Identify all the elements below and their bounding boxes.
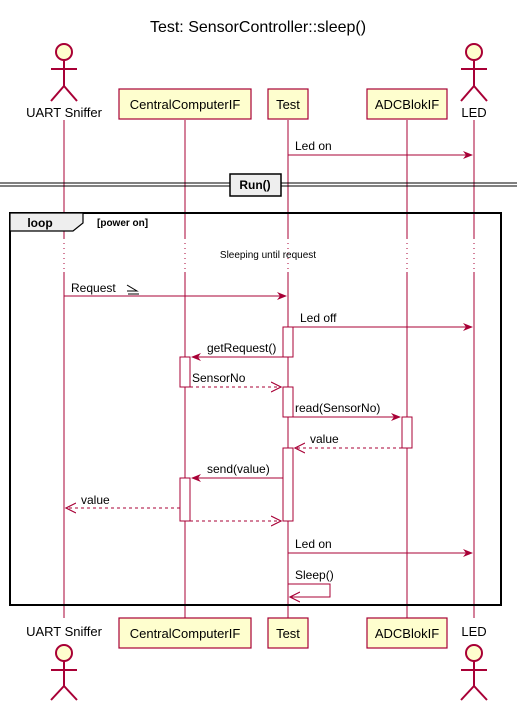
message-label: Sleep() (295, 568, 334, 582)
message-request: Request (64, 281, 287, 300)
actor-figure-icon (460, 644, 488, 701)
actor-figure-icon (460, 43, 488, 102)
actor-led-top: LED (460, 43, 488, 120)
participant-test-top: Test (267, 88, 309, 120)
loop-keyword: loop (27, 216, 52, 230)
activation-bars (179, 326, 413, 522)
message-label: Led off (300, 311, 337, 325)
participant-cc-bottom: CentralComputerIF (118, 617, 252, 649)
message-label: value (310, 432, 339, 446)
loop-frame: loop [power on] (9, 212, 502, 606)
message-led-off: Led off (293, 311, 473, 331)
message-label: Led on (295, 537, 332, 551)
message-label: SensorNo (192, 371, 246, 385)
message-read: read(SensorNo) (293, 401, 401, 421)
message-label: getRequest() (207, 341, 276, 355)
loop-condition: [power on] (97, 218, 148, 229)
participant-label-uart: UART Sniffer (26, 624, 103, 639)
activation-test-1 (282, 326, 294, 358)
message-label: read(SensorNo) (295, 401, 380, 415)
message-sensor-no: SensorNo (190, 371, 281, 387)
actor-uart-bottom: UART Sniffer (26, 624, 103, 701)
message-get-request: getRequest() (191, 341, 283, 361)
divider-label: Run() (239, 178, 270, 192)
activation-test-3 (282, 447, 294, 522)
actor-uart-top: UART Sniffer (26, 43, 103, 120)
async-icon (126, 284, 139, 295)
participant-label-test: Test (276, 97, 300, 112)
activation-cc-2 (179, 477, 191, 522)
message-led-on-2: Led on (288, 537, 473, 557)
message-sleep: Sleep() (288, 568, 334, 597)
divider-run: Run() (0, 173, 517, 197)
delay-section: Sleeping until request (40, 238, 500, 272)
delay-label: Sleeping until request (220, 250, 316, 261)
message-led-on-1: Led on (288, 139, 473, 159)
message-label: Request (71, 281, 116, 295)
participant-test-bottom: Test (267, 617, 309, 649)
message-label: Led on (295, 139, 332, 153)
lifelines (63, 120, 475, 618)
message-label: value (81, 493, 110, 507)
activation-cc-1 (179, 356, 191, 388)
message-send: send(value) (191, 462, 283, 482)
participant-label-uart: UART Sniffer (26, 105, 103, 120)
participant-label-cc: CentralComputerIF (130, 626, 241, 641)
participant-adc-top: ADCBlokIF (366, 88, 448, 120)
message-value-uart: value (66, 493, 180, 508)
participant-label-test: Test (276, 626, 300, 641)
participant-label-adc: ADCBlokIF (375, 626, 439, 641)
participant-label-cc: CentralComputerIF (130, 97, 241, 112)
activation-test-2 (282, 386, 294, 418)
actor-figure-icon (50, 43, 78, 102)
activation-adc-1 (401, 416, 413, 449)
message-label: send(value) (207, 462, 270, 476)
actor-led-bottom: LED (460, 624, 488, 701)
actor-figure-icon (50, 644, 78, 701)
diagram-title: Test: SensorController::sleep() (150, 19, 366, 36)
participant-label-led: LED (461, 105, 486, 120)
participant-cc-top: CentralComputerIF (118, 88, 252, 120)
participant-adc-bottom: ADCBlokIF (366, 617, 448, 649)
participant-label-adc: ADCBlokIF (375, 97, 439, 112)
message-value-adc: value (295, 432, 402, 448)
participant-label-led: LED (461, 624, 486, 639)
